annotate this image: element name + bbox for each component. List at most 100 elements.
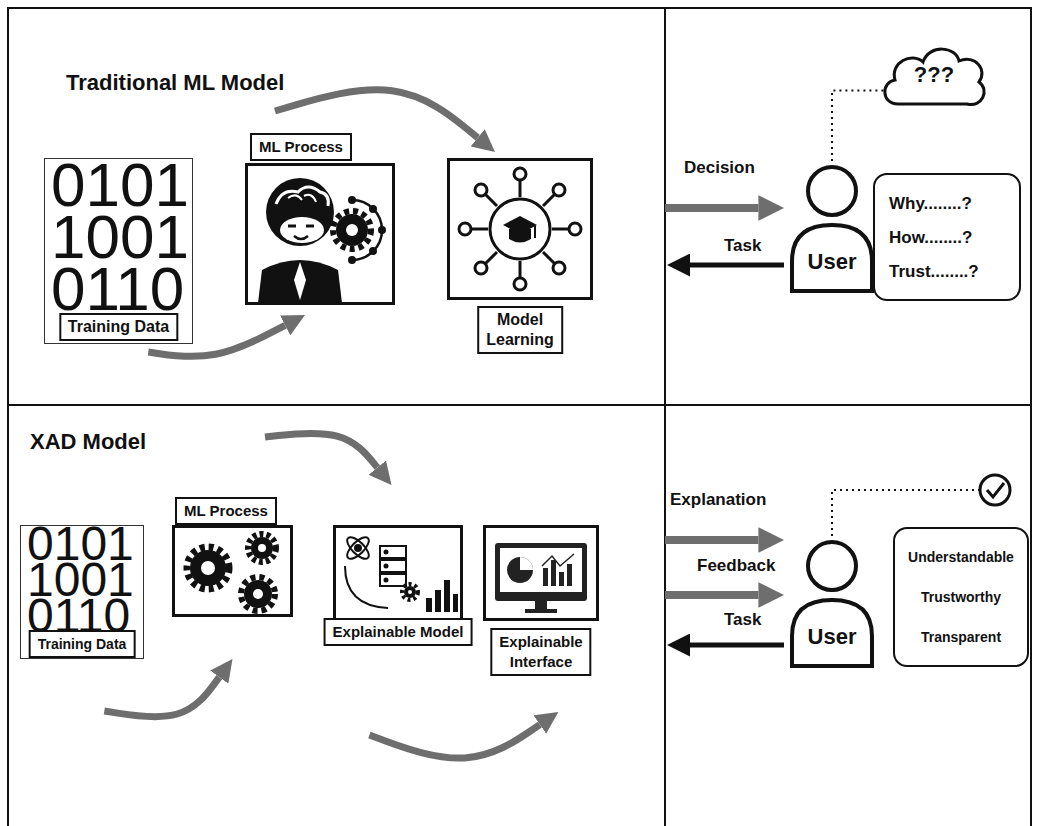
process-box: ML Process	[172, 525, 293, 617]
ai-person-icon	[369, 205, 377, 213]
ai-person-icon	[336, 214, 368, 246]
check-symbol	[987, 483, 1004, 497]
gears-icon	[187, 534, 276, 611]
monitor-icon	[525, 609, 557, 613]
ai-person-icon	[294, 236, 308, 239]
monitor-icon	[520, 557, 533, 570]
monitor-icon	[495, 543, 587, 601]
arrow-connector	[665, 591, 758, 599]
ai-person-icon	[288, 195, 316, 202]
gears-icon	[258, 544, 266, 552]
panel-heading: Traditional ML Model	[66, 70, 284, 96]
ai-person-icon	[346, 224, 358, 236]
neural-network-icon	[543, 252, 555, 264]
ai-person-icon	[266, 178, 334, 246]
gears-icon	[187, 547, 229, 589]
box-label: Explainable Model	[324, 618, 473, 646]
question-text: Why........? How........? Trust........?	[889, 187, 979, 289]
quality-text: Understandable Trustworthy Transparent	[908, 537, 1014, 657]
monitor-icon	[535, 601, 547, 609]
arrow-connector	[665, 536, 758, 544]
neural-network-icon	[552, 228, 569, 231]
gears-icon	[253, 589, 263, 599]
arrow-label: Feedback	[695, 556, 777, 576]
neural-network-icon	[471, 228, 488, 231]
neural-network-icon	[519, 261, 522, 278]
process-box: ML Process	[245, 163, 395, 305]
gears-icon	[248, 534, 276, 562]
ai-person-icon	[258, 178, 386, 303]
explainable-model-icon	[355, 545, 361, 551]
neural-network-icon	[514, 278, 526, 290]
monitor-icon	[542, 554, 574, 566]
neural-network-icon	[485, 252, 497, 264]
panel-frame	[8, 404, 1031, 406]
gears-icon	[244, 580, 272, 608]
explainable-model-icon	[345, 566, 388, 608]
user-head	[808, 542, 856, 590]
box-label: ML Process	[175, 497, 277, 525]
explainable-model-icon	[435, 590, 441, 612]
binary-digits: 0101 1001 0110	[27, 526, 134, 634]
neural-network-icon	[475, 262, 487, 274]
arrow-label: Decision	[682, 158, 757, 178]
explainable-model-icon	[402, 584, 418, 600]
explainable-model-icon	[344, 534, 372, 562]
panel-heading: XAD Model	[30, 429, 146, 455]
data-box: 0101 1001 0110Training Data	[44, 158, 193, 344]
ai-person-icon	[288, 225, 314, 228]
panel: 0101 1001 0110Training DataML ProcessExp…	[8, 405, 665, 826]
gears-icon	[251, 537, 273, 559]
explainable-model-icon	[404, 586, 416, 598]
cloud-shape	[885, 49, 984, 104]
user-body	[792, 225, 872, 291]
user-icon: User	[786, 163, 878, 293]
explainable-model-icon	[385, 551, 388, 554]
ai-person-icon	[333, 211, 371, 249]
thought-cloud: ???	[878, 40, 990, 112]
check-symbol	[980, 475, 1010, 505]
box-label: Model Learning	[477, 306, 563, 354]
monitor-icon	[507, 557, 533, 583]
model-box: Model Learning	[447, 158, 593, 300]
arrow-connector	[665, 204, 758, 212]
check-symbol	[832, 490, 979, 536]
user-body	[792, 600, 872, 666]
panel-frame	[664, 8, 666, 826]
monitor-icon	[500, 548, 582, 592]
user-label: User	[808, 249, 857, 275]
explainable-model-icon	[380, 574, 406, 586]
data-box: 0101 1001 0110Training Data	[20, 525, 144, 659]
neural-network-icon	[490, 199, 550, 259]
neural-network-icon	[475, 184, 487, 196]
gears-icon	[201, 561, 215, 575]
monitor-icon	[567, 564, 572, 586]
ai-person-icon	[378, 226, 386, 234]
interface-box: Explainable Interface	[483, 525, 599, 621]
monitor-icon	[543, 568, 548, 586]
ai-person-icon	[276, 187, 328, 206]
user-icon: User	[786, 538, 878, 668]
ai-person-icon	[352, 200, 382, 260]
neural-network-icon	[514, 168, 526, 180]
explainable-model-icon	[344, 534, 372, 562]
explainable-model-icon	[380, 560, 406, 572]
ai-person-icon	[369, 247, 377, 255]
ai-person-icon	[348, 256, 356, 264]
arrow-connector	[265, 433, 377, 467]
explainable-model-icon	[453, 594, 458, 612]
neural-network-icon	[519, 180, 522, 197]
neural-network-icon	[553, 262, 565, 274]
monitor-icon	[551, 560, 556, 586]
arrow-connector	[369, 725, 539, 759]
user-label: User	[808, 624, 857, 650]
quality-box: Understandable Trustworthy Transparent	[893, 527, 1029, 667]
panel-frame	[8, 8, 1031, 826]
gears-icon	[241, 577, 275, 611]
binary-digits: 0101 1001 0110	[51, 159, 189, 315]
monitor-icon	[495, 543, 587, 613]
explainable-model-icon	[408, 590, 412, 594]
arrow-connector	[275, 90, 478, 138]
